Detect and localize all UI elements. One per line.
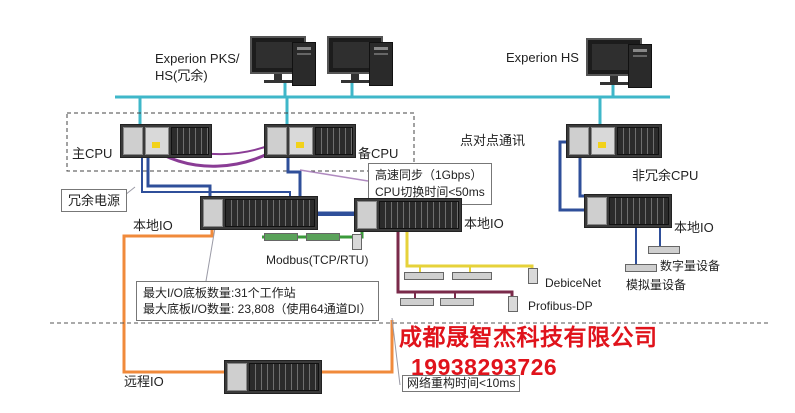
profibus-label: Profibus-DP	[528, 299, 593, 313]
pc-tower-icon	[369, 42, 393, 86]
local-io-left-rack	[200, 196, 318, 230]
company-name: 成都晟智杰科技有限公司	[399, 324, 658, 350]
redundant-power-box: 冗余电源	[61, 189, 128, 212]
io-link-main-left	[146, 148, 212, 203]
remote-link	[122, 222, 224, 374]
hs-station-label: Experion HS	[506, 50, 579, 65]
io-link-nr-right	[558, 140, 584, 212]
io-module	[315, 127, 353, 155]
standby-cpu-label: 备CPU	[358, 146, 399, 161]
local-io-center-label: 本地IO	[464, 216, 504, 231]
non-redundant-cpu-label: 非冗余CPU	[632, 168, 699, 183]
sync-speed-text: 高速同步（1Gbps）	[375, 168, 483, 182]
profibus-device	[440, 298, 474, 306]
remote-io-label: 远程IO	[124, 374, 164, 389]
redundant-cpu-group	[66, 112, 415, 172]
pc-tower-icon	[628, 44, 652, 88]
pc-tower-icon	[292, 42, 316, 86]
hs-workstation	[586, 38, 656, 88]
cpu-module	[145, 127, 169, 155]
local-io-right-label: 本地IO	[674, 220, 714, 235]
pks-station-label: Experion PKS/ HS(冗余)	[155, 51, 240, 83]
devicenet-device	[452, 272, 492, 280]
remote-io-rack	[224, 360, 322, 394]
pointer-io	[204, 227, 216, 288]
network-restructure-box: 网络重构时间<10ms	[402, 375, 521, 392]
power-supply-module	[203, 199, 223, 227]
power-supply-module	[357, 201, 377, 229]
standby-cpu-rack	[264, 124, 356, 158]
modbus-device	[306, 233, 340, 241]
power-supply-module	[227, 363, 247, 391]
p2p-comm-label: 点对点通讯	[460, 133, 526, 148]
cpu-module	[289, 127, 313, 155]
max-backplane-io-text: 最大底板I/O数量: 23,808（使用64通道DI）	[143, 302, 372, 316]
modbus-label: Modbus(TCP/RTU)	[266, 253, 369, 267]
modbus-device	[264, 233, 298, 241]
devicenet-node	[528, 268, 538, 284]
power-supply-module	[587, 197, 607, 225]
power-supply-module	[267, 127, 287, 155]
devicenet-device	[404, 272, 444, 280]
profibus-link	[396, 228, 514, 300]
devicenet-link	[405, 228, 534, 272]
profibus-node	[508, 296, 518, 312]
io-module	[609, 197, 669, 225]
pks-workstation-2	[327, 36, 397, 86]
pointer-network	[391, 317, 401, 386]
devicenet-label: DebiceNet	[545, 276, 602, 290]
io-module	[225, 199, 315, 227]
profibus-device	[400, 298, 434, 306]
pointer-sync	[299, 169, 369, 182]
digital-device-label: 数字量设备	[660, 259, 721, 273]
pks-workstation-1	[250, 36, 320, 86]
analog-device-label: 模拟量设备	[626, 278, 687, 292]
io-module	[617, 127, 659, 155]
io-capacity-box: 最大I/O底板数量:31个工作站 最大底板I/O数量: 23,808（使用64通…	[136, 281, 379, 321]
power-supply-module	[569, 127, 589, 155]
local-io-center-rack	[354, 198, 462, 232]
power-supply-module	[123, 127, 143, 155]
max-io-backplane-text: 最大I/O底板数量:31个工作站	[143, 286, 296, 300]
non-redundant-cpu-rack	[566, 124, 662, 158]
io-module	[171, 127, 209, 155]
digital-device	[648, 246, 680, 254]
modbus-gateway	[352, 234, 362, 250]
local-io-left-label: 本地IO	[133, 218, 173, 233]
local-io-right-rack	[584, 194, 672, 228]
cpu-switch-time-text: CPU切换时间<50ms	[375, 185, 485, 199]
main-cpu-label: 主CPU	[72, 146, 113, 161]
analog-device	[625, 264, 657, 272]
io-module	[249, 363, 319, 391]
main-cpu-rack	[120, 124, 212, 158]
io-module	[379, 201, 459, 229]
cpu-module	[591, 127, 615, 155]
io-link-standby-center	[286, 148, 360, 215]
